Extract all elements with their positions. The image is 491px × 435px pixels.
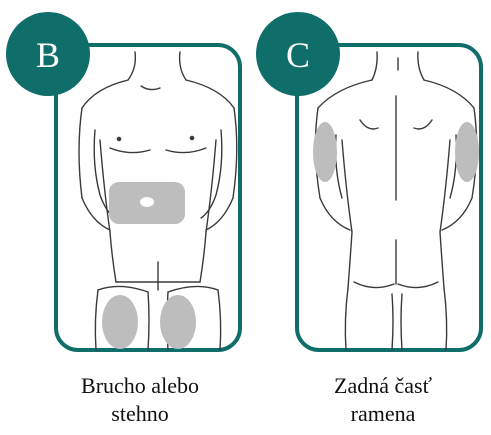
caption-back-line-1: Zadná časť [283,372,483,400]
caption-back-line-2: ramena [283,400,483,428]
navel-mark [140,197,154,207]
right-thigh-zone [160,295,196,349]
badge-c-label: C [286,35,310,75]
caption-front-line-2: stehno [40,400,240,428]
right-upper-arm-zone [455,122,479,182]
caption-front-line-1: Brucho alebo [40,372,240,400]
badge-b-label: B [36,35,60,75]
panel-front: B [6,12,240,350]
panel-back: C [256,12,481,350]
left-upper-arm-zone [313,122,337,182]
left-thigh-zone [102,295,138,349]
